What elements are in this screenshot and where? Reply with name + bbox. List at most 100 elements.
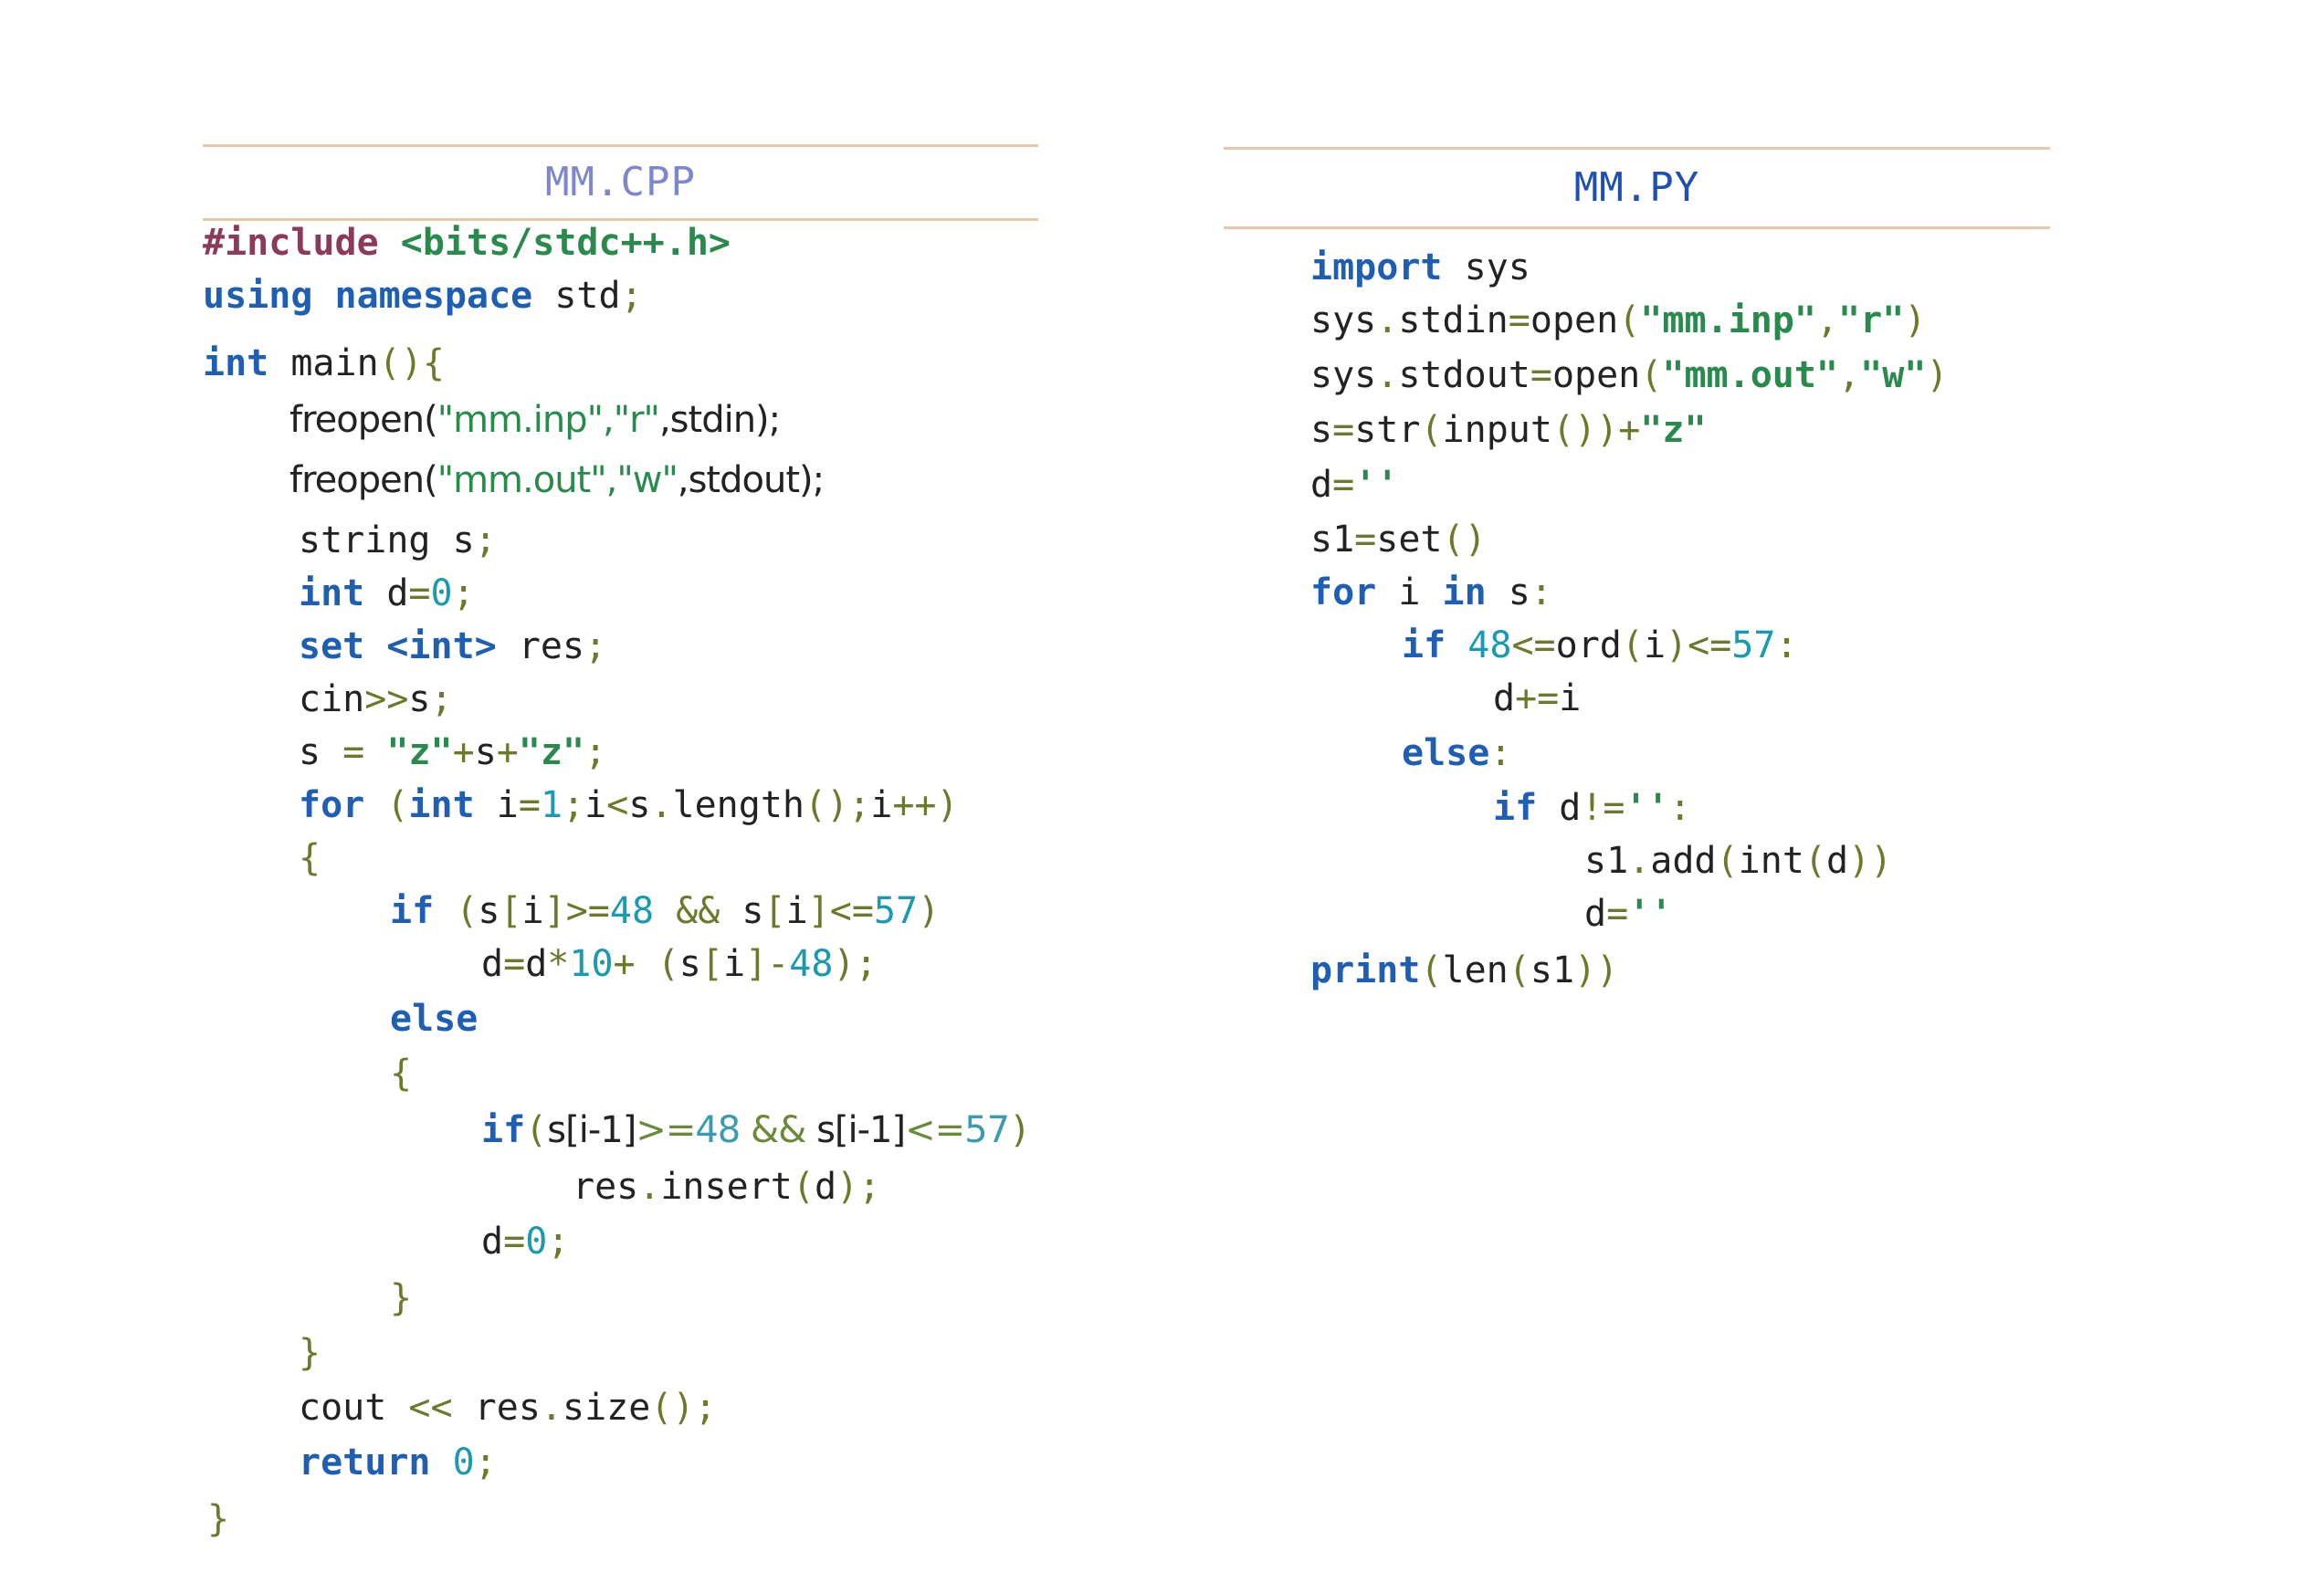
code-token: d: [814, 1166, 837, 1208]
code-token: s: [474, 731, 497, 773]
code-token: #include: [203, 222, 401, 264]
code-token: input: [1442, 409, 1552, 451]
code-token: ;: [547, 1221, 570, 1263]
code-token: str: [1354, 409, 1421, 451]
code-token: i: [584, 784, 607, 826]
code-token: 48: [695, 1109, 741, 1151]
code-token: ,stdin);: [658, 399, 781, 441]
code-token: int: [1738, 840, 1804, 882]
code-token: i: [870, 784, 893, 826]
code-token: i: [474, 784, 519, 826]
code-token: s: [628, 784, 651, 826]
py-file-title: MM.PY: [1573, 164, 1700, 211]
code-token: ;: [584, 731, 607, 773]
code-token: ();: [804, 784, 871, 826]
code-token: print: [1310, 949, 1421, 991]
code-token: '': [1628, 893, 1673, 935]
code-token: "mm.out","w": [436, 459, 678, 501]
code-token: d: [1310, 464, 1333, 506]
cpp-code-line: }: [207, 1495, 229, 1543]
code-token: (){: [378, 342, 445, 384]
code-token: string s: [299, 519, 475, 561]
code-token: "r": [1838, 299, 1905, 341]
code-token: freopen(: [289, 459, 438, 501]
code-token: ]-: [745, 943, 790, 985]
cpp-file-title: MM.CPP: [545, 159, 696, 205]
code-token: return: [299, 1441, 431, 1483]
code-token: .: [1376, 354, 1399, 396]
code-token: <int>: [364, 625, 497, 667]
code-token: +=: [1515, 677, 1560, 719]
cpp-code-line: }: [390, 1274, 412, 1322]
py-code-line: sys.stdin=open("mm.inp","r"): [1310, 297, 1926, 344]
code-token: s1: [1310, 519, 1355, 561]
code-token: =: [518, 784, 541, 826]
code-token: '': [1354, 464, 1399, 506]
code-token: =: [1530, 354, 1552, 396]
code-token: )<=: [1666, 624, 1732, 666]
code-token: ,: [1838, 354, 1861, 396]
code-token: d: [525, 943, 548, 985]
code-token: =: [1332, 464, 1355, 506]
code-token: s[i-1]: [547, 1109, 636, 1151]
code-token: )): [1574, 949, 1619, 991]
code-token: "mm.inp","r": [436, 399, 660, 441]
code-token: ,stdout);: [677, 459, 825, 501]
code-token: +: [452, 731, 475, 773]
code-token: (): [1442, 519, 1487, 561]
cpp-code-line: {: [299, 834, 321, 882]
py-top-rule: [1224, 147, 2050, 150]
code-token: .: [638, 1166, 661, 1208]
code-token: =: [1508, 299, 1530, 341]
code-token: int: [203, 342, 269, 384]
code-token: i: [722, 943, 746, 985]
code-token: sys: [1310, 354, 1377, 396]
cpp-code-line: res.insert(d);: [573, 1163, 880, 1211]
code-token: (: [1640, 354, 1663, 396]
code-token: (: [1618, 299, 1641, 341]
code-token: =: [1332, 409, 1355, 451]
code-token: d: [481, 1221, 504, 1263]
code-token: !=: [1581, 787, 1625, 829]
code-token: [1446, 624, 1467, 666]
code-token: i: [1643, 624, 1667, 666]
code-token: 48: [1467, 624, 1512, 666]
py-code-line: if 48<=ord(i)<=57:: [1402, 622, 1798, 669]
code-token: i: [1376, 571, 1443, 613]
code-token: freopen(: [289, 399, 438, 441]
code-token: :: [1530, 571, 1552, 613]
code-token: [: [700, 943, 723, 985]
code-token: d: [1584, 893, 1607, 935]
code-token: ;: [474, 1441, 497, 1483]
code-token: stdout: [1398, 354, 1530, 396]
code-token: stdin: [1398, 299, 1509, 341]
code-token: >=: [636, 1109, 696, 1151]
cpp-code-line: int d=0;: [299, 570, 475, 617]
cpp-code-line: d=0;: [481, 1218, 569, 1265]
code-token: <=: [905, 1109, 965, 1151]
code-token: (: [1716, 840, 1739, 882]
cpp-code-line: else: [390, 995, 478, 1043]
code-token: sys: [1442, 246, 1530, 288]
code-token: set: [1376, 519, 1443, 561]
code-token: .: [540, 1387, 563, 1429]
code-token: ): [918, 890, 941, 932]
code-token: (: [364, 784, 409, 826]
py-code-line: for i in s:: [1310, 569, 1552, 616]
code-token: "w": [1860, 354, 1927, 396]
code-token: s: [299, 731, 343, 773]
code-token: else: [1402, 732, 1490, 774]
code-token: d: [1825, 840, 1849, 882]
code-token: 57: [873, 890, 919, 932]
code-token: >>: [364, 678, 409, 720]
code-token: +: [496, 731, 519, 773]
code-token: 0: [430, 572, 453, 614]
code-token: import: [1310, 246, 1443, 288]
code-token: s: [678, 943, 701, 985]
code-token: =: [1606, 893, 1629, 935]
py-code-line: if d!='':: [1493, 784, 1691, 832]
code-token: if: [1402, 624, 1446, 666]
code-token: (: [792, 1166, 815, 1208]
code-token: ;: [474, 519, 497, 561]
code-token: {: [390, 1053, 413, 1095]
